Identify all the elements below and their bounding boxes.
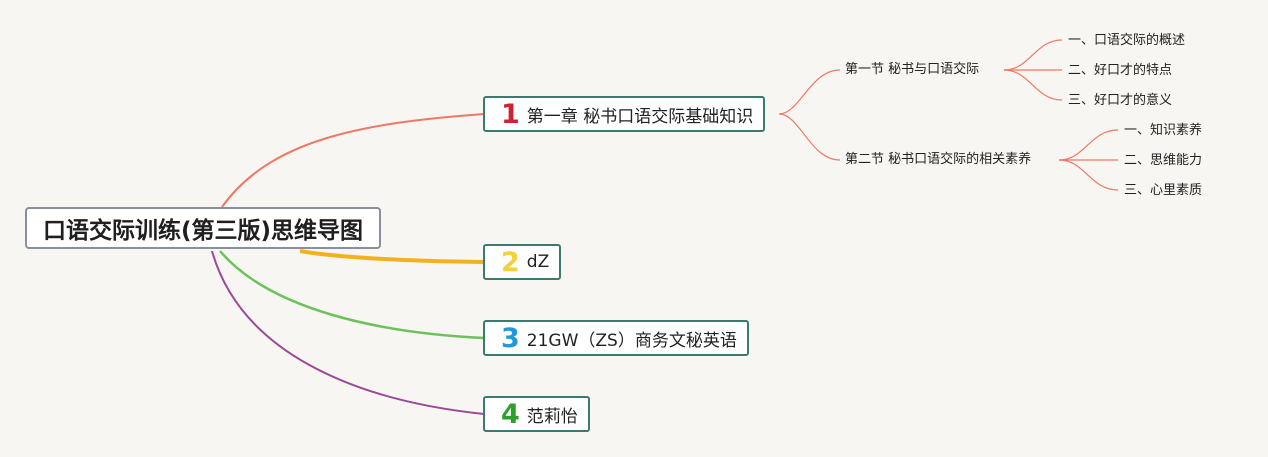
connector-root-branch-4 (211, 250, 485, 415)
connector-root-branch-3 (219, 250, 485, 340)
branch-label-3: 21GW（ZS）商务文秘英语 (526, 330, 737, 351)
section-1-item-3[interactable]: 三、好口才的意义 (1068, 93, 1173, 108)
branch-topic-1[interactable]: 1 第一章 秘书口语交际基础知识 (483, 96, 766, 132)
connector-branch-1-section-1 (778, 69, 841, 115)
root-topic-label: 口语交际训练(第三版)思维导图 (42, 218, 364, 244)
branch-topic-4[interactable]: 4 范莉怡 (483, 396, 590, 432)
connector-root-branch-1 (221, 113, 485, 208)
connector-section-2-item-1 (1058, 129, 1119, 161)
section-topic-1[interactable]: 第一节 秘书与口语交际 (845, 62, 980, 77)
section-2-item-2[interactable]: 二、思维能力 (1124, 153, 1203, 168)
connector-section-2-item-3 (1058, 159, 1119, 191)
connector-section-1-item-3 (1003, 69, 1063, 101)
branch-topic-3[interactable]: 3 21GW（ZS）商务文秘英语 (483, 320, 749, 356)
connector-section-1-item-1 (1003, 39, 1063, 71)
branch-label-1: 第一章 秘书口语交际基础知识 (526, 106, 754, 127)
section-2-item-3[interactable]: 三、心里素质 (1124, 183, 1203, 198)
root-topic[interactable]: 口语交际训练(第三版)思维导图 (25, 207, 381, 249)
section-2-item-1[interactable]: 一、知识素养 (1124, 123, 1203, 138)
branch-number-3: 3 (501, 322, 520, 354)
branch-label-4: 范莉怡 (526, 406, 578, 427)
section-1-item-2[interactable]: 二、好口才的特点 (1068, 63, 1173, 78)
connector-root-branch-2 (299, 249, 485, 264)
connector-branch-1-section-2 (778, 113, 841, 161)
branch-number-4: 4 (501, 398, 520, 430)
branch-number-2: 2 (501, 246, 520, 278)
branch-label-2: dZ (526, 252, 550, 272)
section-topic-2[interactable]: 第二节 秘书口语交际的相关素养 (845, 152, 1032, 167)
branch-number-1: 1 (501, 98, 520, 130)
branch-topic-2[interactable]: 2 dZ (483, 244, 562, 280)
section-1-item-1[interactable]: 一、口语交际的概述 (1068, 33, 1186, 48)
